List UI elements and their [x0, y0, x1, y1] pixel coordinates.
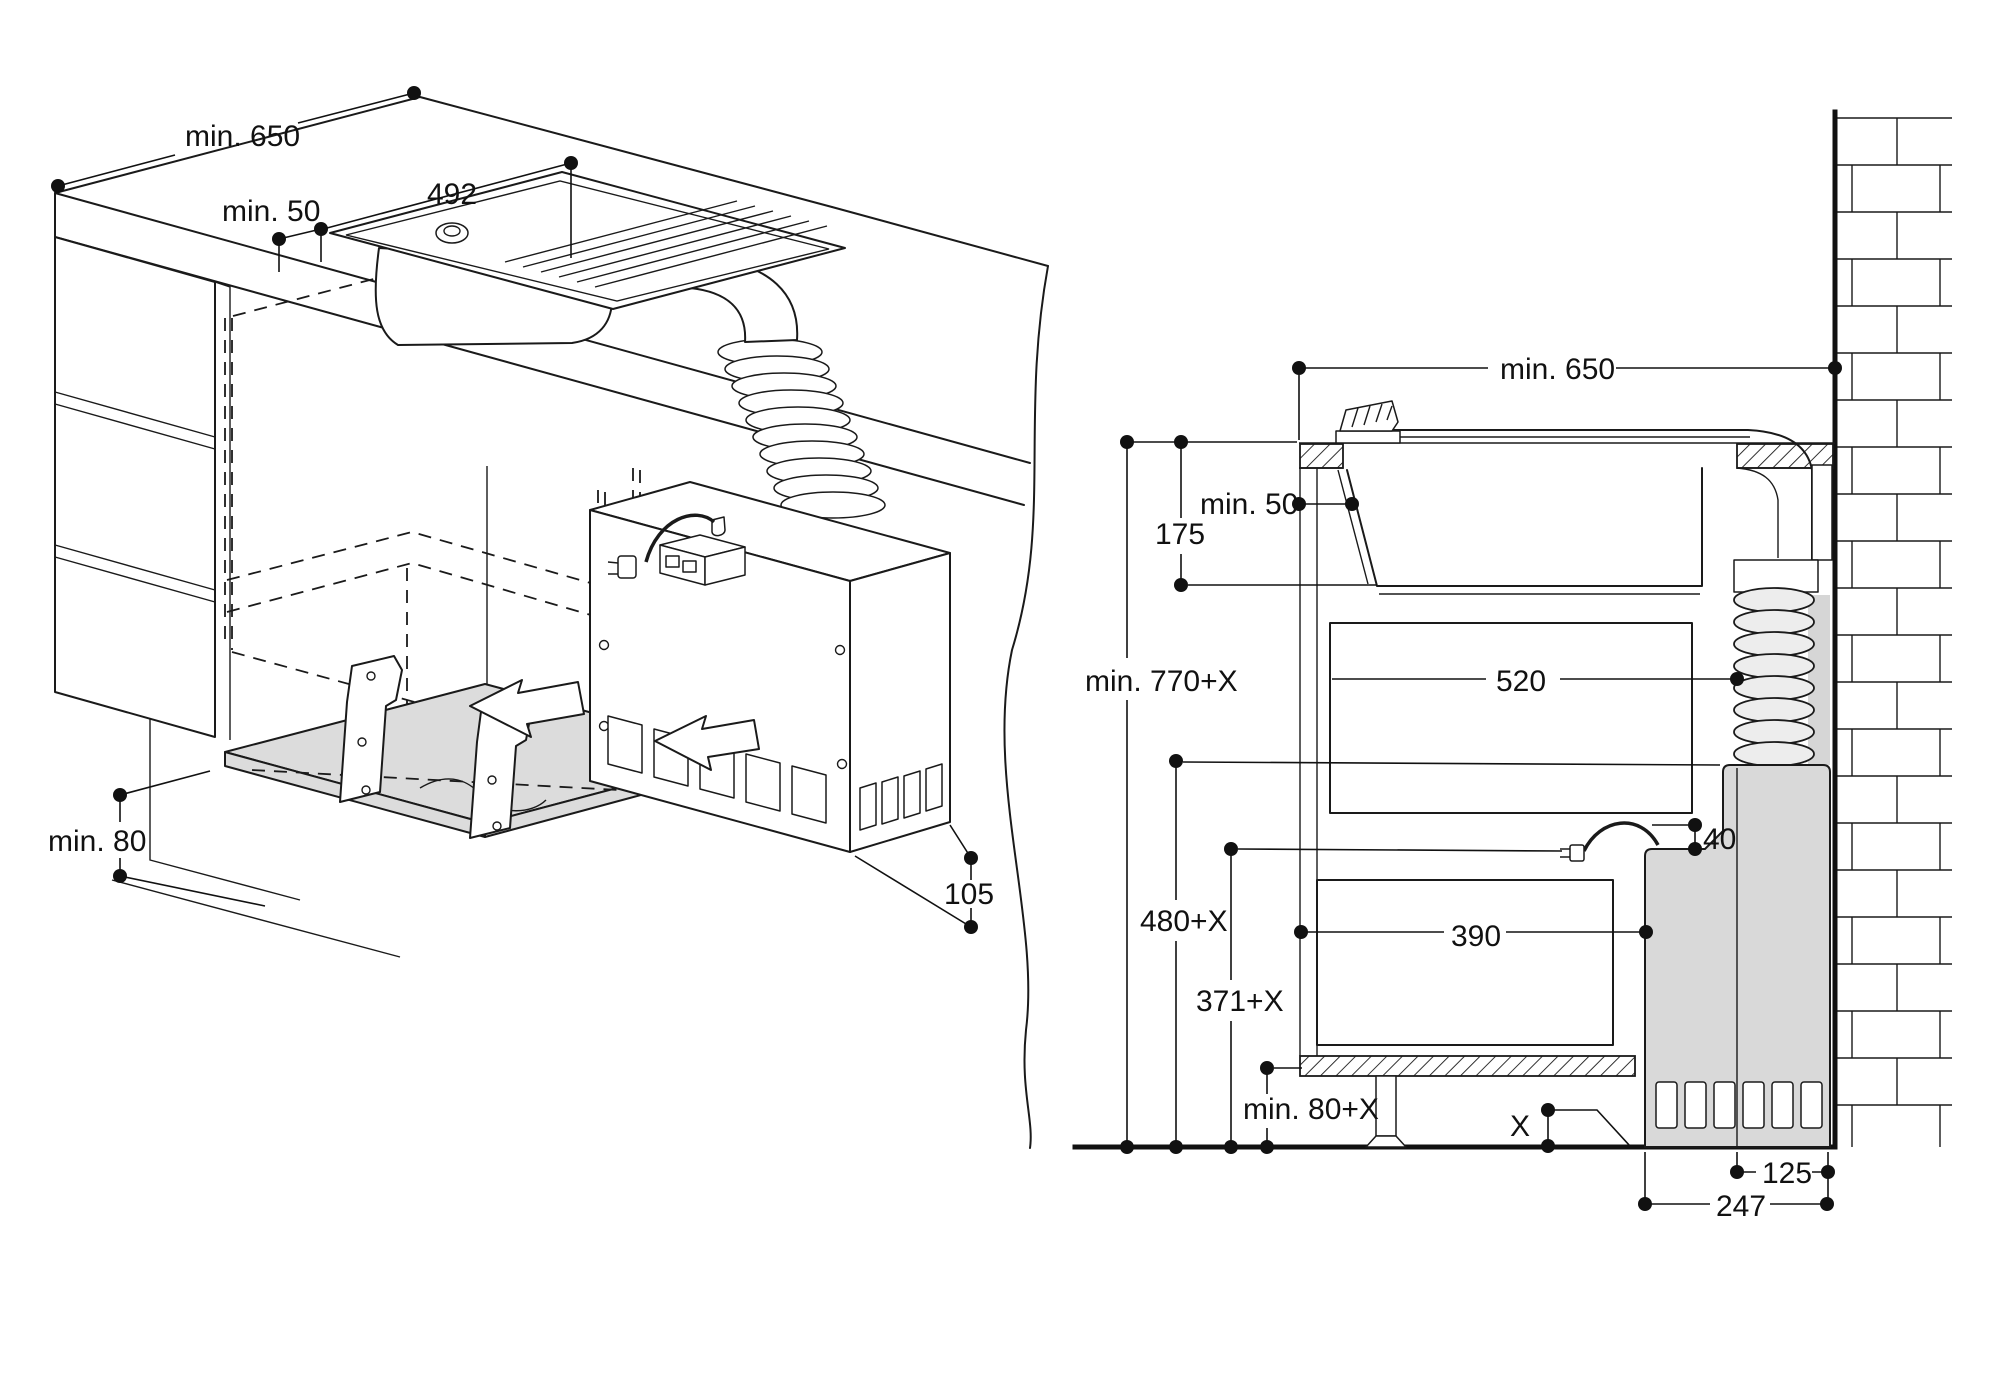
brick-wall	[1832, 109, 1952, 1150]
vent-grille-side	[859, 763, 943, 831]
dim-left-grille-height: 105	[944, 878, 994, 911]
duct-vent-grille	[1655, 1081, 1823, 1129]
lower-compartment	[1316, 879, 1614, 1046]
blower-box	[589, 481, 951, 853]
torn-edge	[1003, 265, 1049, 1149]
right-dimensions: min. 650 min. 50 175 min. 770+X 520 40	[1085, 353, 1842, 1223]
left-dimensions: min. 650 min. 50 492 min. 80 105	[48, 86, 994, 934]
cabinet	[54, 236, 401, 958]
dim-right-socket-height: 371+X	[1196, 985, 1284, 1018]
dim-right-appliance-depth: 175	[1155, 518, 1205, 551]
vent-grate	[504, 200, 828, 288]
cabinet-bottom-panel	[1299, 1055, 1636, 1077]
dim-right-upper-width: 520	[1496, 665, 1546, 698]
cabinet-section	[1299, 468, 1693, 1148]
downdraft-appliance	[329, 171, 846, 346]
worktop-section	[1299, 442, 1835, 469]
right-section-view: min. 650 min. 50 175 min. 770+X 520 40	[1072, 109, 1952, 1223]
power-plug	[607, 555, 637, 579]
dim-right-toe-kick: min. 80+X	[1243, 1093, 1379, 1126]
dim-left-front-clearance: min. 50	[222, 195, 320, 228]
hose-clamp	[1733, 559, 1819, 593]
corrugated-hose	[717, 338, 886, 519]
dim-left-toe-kick: min. 80	[48, 825, 146, 858]
dim-right-cable-clearance: 40	[1703, 823, 1736, 856]
drain-knob	[435, 222, 469, 244]
connection-box	[659, 516, 746, 586]
left-isometric-view: min. 650 min. 50 492 min. 80 105	[48, 86, 1049, 1149]
mounting-bracket-left	[339, 655, 403, 803]
dim-left-cutout-depth: 492	[427, 178, 477, 211]
dim-right-plinth-adjust: X	[1510, 1110, 1530, 1143]
corrugated-hose-section	[1733, 587, 1815, 767]
arrow-left-2	[654, 715, 760, 771]
dim-right-duct-connection-height: 480+X	[1140, 905, 1228, 938]
duct-assembly	[1644, 559, 1831, 1148]
hob-section	[1335, 400, 1833, 595]
dim-right-worktop-depth: min. 650	[1500, 353, 1615, 386]
arrow-left-1	[469, 679, 585, 738]
duct-shadow	[1808, 595, 1830, 765]
dim-right-front-clearance: min. 50	[1200, 488, 1298, 521]
wall-sleeve	[1811, 464, 1833, 561]
dim-left-worktop-depth: min. 650	[185, 120, 300, 153]
dim-right-worktop-height: min. 770+X	[1085, 665, 1238, 698]
inlet-nozzle	[1335, 400, 1401, 444]
power-cable-section	[1560, 821, 1660, 862]
adjustable-foot	[1365, 1075, 1407, 1148]
dim-right-duct-center-wall: 125	[1762, 1157, 1812, 1190]
hob-tub	[1346, 467, 1703, 587]
dim-right-duct-wall: 247	[1716, 1190, 1766, 1223]
upper-compartment	[1329, 622, 1693, 814]
dim-right-lower-width: 390	[1451, 920, 1501, 953]
